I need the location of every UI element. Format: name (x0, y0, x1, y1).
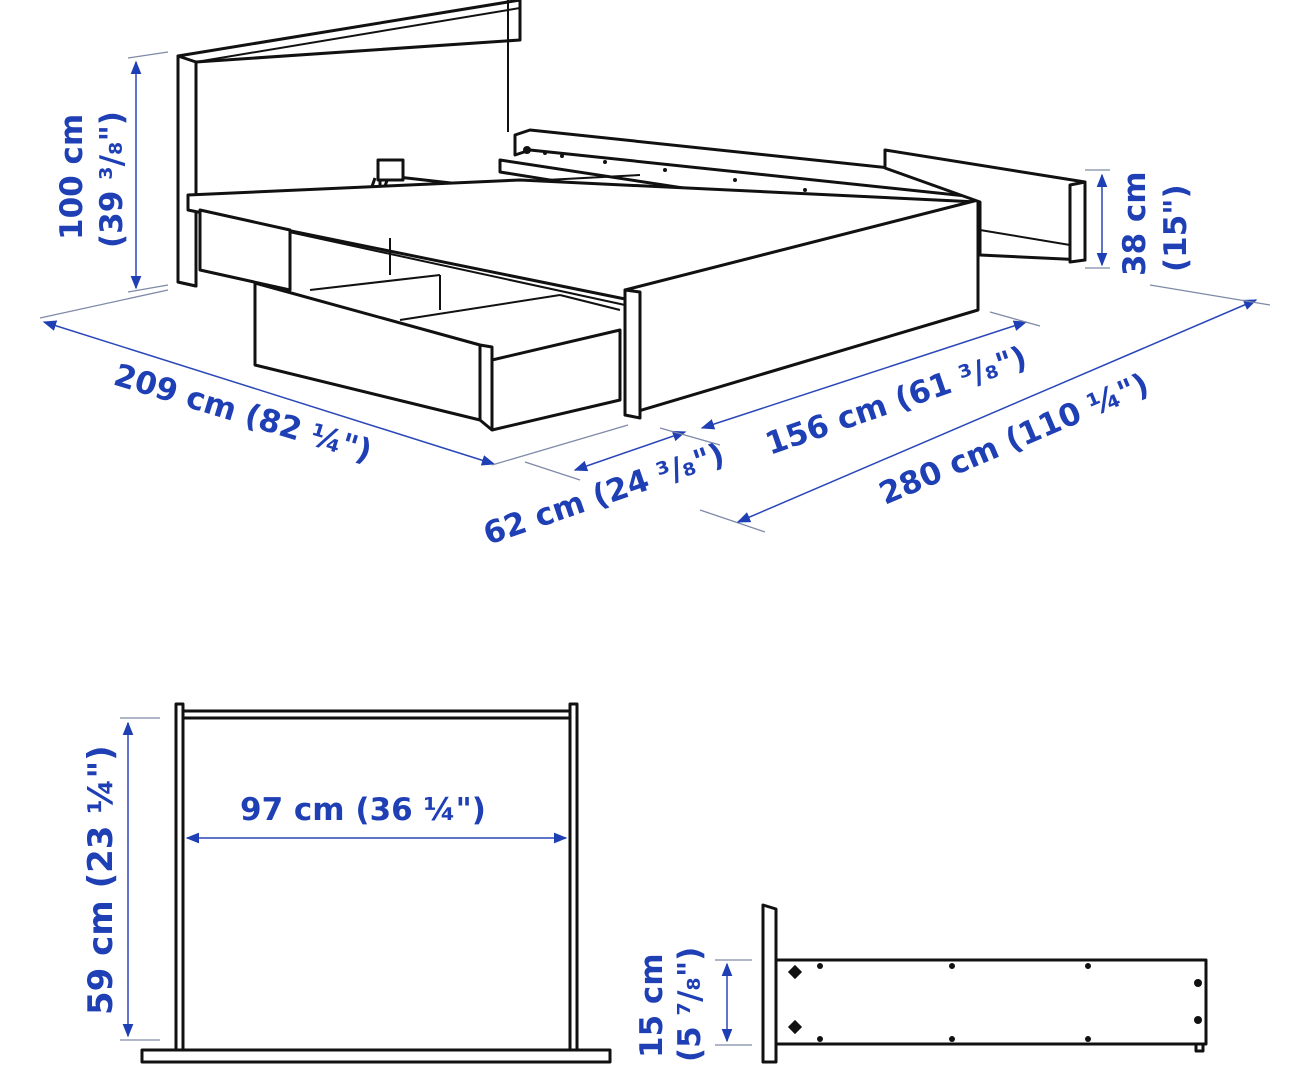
screw-markers (817, 963, 1202, 1042)
headboard-height-label: 100 cm (54, 114, 90, 240)
drawer-extension-label: 62 cm (24 ³/₈") (479, 436, 729, 552)
drawer-height-label: 15 cm (634, 953, 670, 1058)
bed-dimension-lines (39, 51, 1271, 533)
drawer-side-view: 15 cm (5 ⁷/₈") (634, 903, 1208, 1064)
side-height-inches-label: (15") (1158, 184, 1194, 272)
drawer-top-view: 59 cm (23 ¼") 97 cm (36 ¼") (81, 702, 612, 1064)
drawer-height-inches-label: (5 ⁷/₈") (672, 947, 708, 1062)
drawer-width-label: 97 cm (36 ¼") (240, 792, 486, 828)
drawer-depth-label: 59 cm (23 ¼") (81, 745, 121, 1015)
side-height-label: 38 cm (1117, 171, 1153, 276)
headboard-height-inches-label: (39 ³/₈") (94, 111, 130, 248)
